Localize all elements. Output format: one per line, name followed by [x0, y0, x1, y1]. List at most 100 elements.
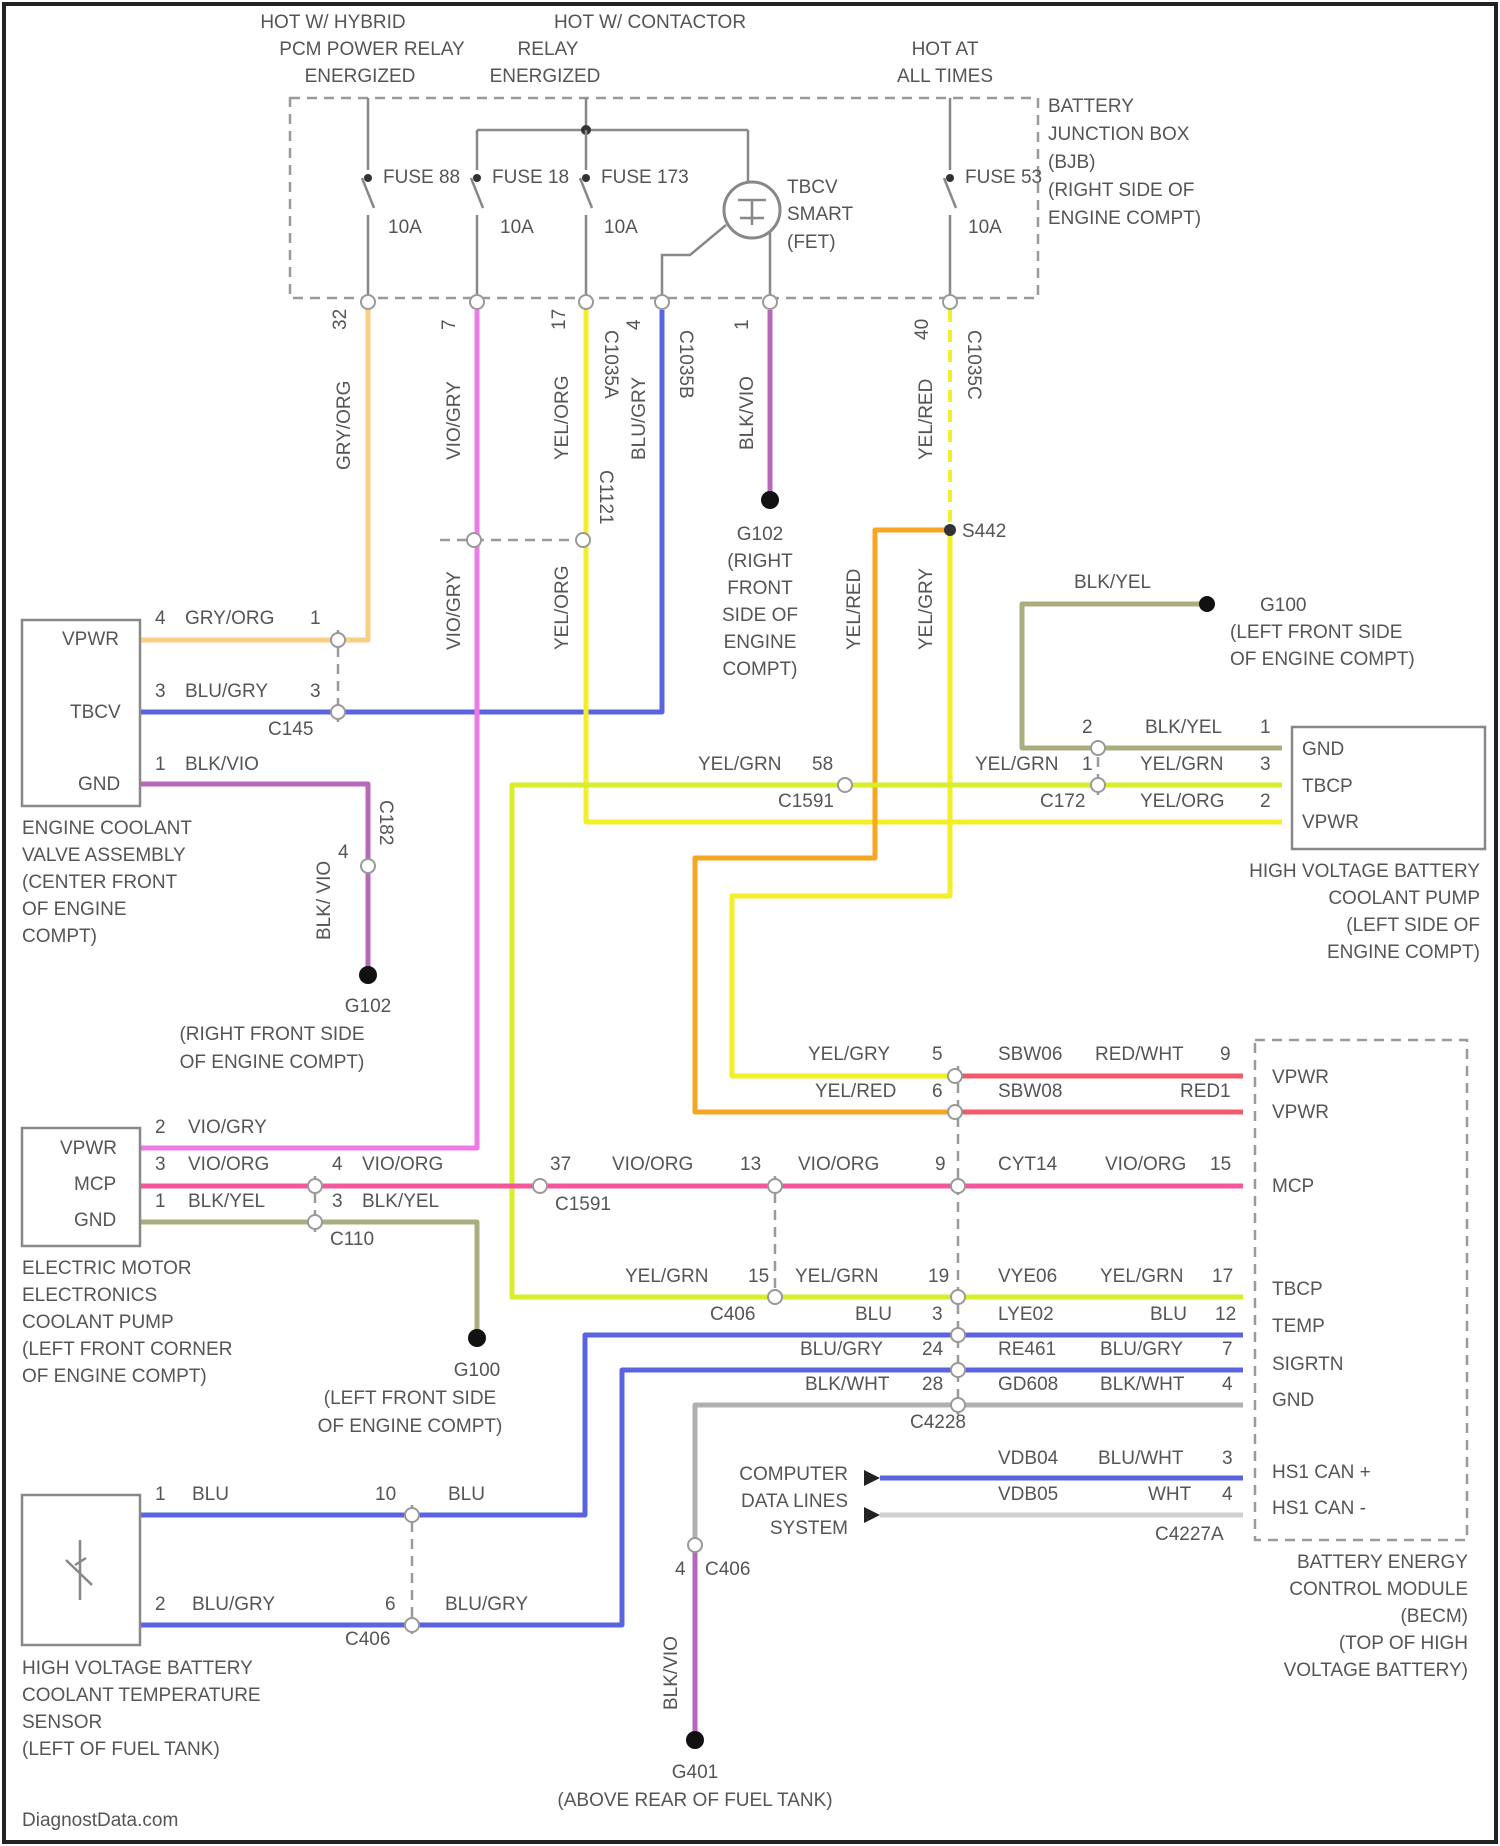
label-blk-vio-g401: BLK/VIO — [661, 1636, 682, 1710]
circuit-label: VYE06 — [998, 1266, 1057, 1287]
contactor-relay-line2: RELAY — [518, 39, 579, 60]
component-label: ENGINE COOLANT — [22, 818, 192, 839]
connector-dashes — [315, 540, 1098, 1635]
fuse-labels: FUSE 88 10A FUSE 18 10A FUSE 173 10A FUS… — [383, 167, 1042, 253]
pin-label: 4 — [332, 1154, 343, 1175]
fuse-a-amps: 10A — [388, 217, 422, 238]
becm-labels: VPWR VPWR MCP TBCP TEMP SIGRTN GND HS1 C… — [1272, 1067, 1468, 1681]
pin-40: 40 — [912, 319, 933, 340]
component-label: (BECM) — [1400, 1606, 1468, 1627]
bjb-pin-labels: 32 7 17 C1035A 4 C1035B 1 40 C1035C — [330, 309, 984, 400]
pin-label: 1 — [1082, 754, 1093, 775]
wire-color-label: RED — [1180, 1081, 1220, 1102]
wire-color-label: BLU — [448, 1484, 485, 1505]
wire-color-label: BLU/GRY — [185, 681, 268, 702]
becm-pin: TEMP — [1272, 1316, 1325, 1337]
component-label: SENSOR — [22, 1712, 102, 1733]
conn-c1035c: C1035C — [963, 330, 984, 400]
wire-gry-org — [140, 310, 368, 640]
pin-label: 58 — [812, 754, 833, 775]
pin-label: 1 — [155, 1484, 166, 1505]
conn-label: C406 — [345, 1629, 390, 1650]
wire-color-label: WHT — [1148, 1484, 1192, 1505]
hvbcp-pin: TBCP — [1302, 776, 1353, 797]
fuse-d-name: FUSE 53 — [965, 167, 1042, 188]
pin-label: 12 — [1215, 1304, 1236, 1325]
ecva-pin-tbcv: TBCV — [70, 702, 121, 723]
hybrid-relay-line2: PCM POWER RELAY — [279, 39, 465, 60]
conn-label: C110 — [330, 1229, 374, 1250]
pin-label: 3 — [1222, 1448, 1233, 1469]
conn-c1121: C1121 — [595, 470, 616, 525]
becm-pin: TBCP — [1272, 1279, 1323, 1300]
circuit-label: SBW06 — [998, 1044, 1062, 1065]
computer-data-lines-label: COMPUTER DATA LINES SYSTEM — [739, 1464, 848, 1539]
component-label: HIGH VOLTAGE BATTERY — [1249, 861, 1480, 882]
conn-label: C4227A — [1155, 1524, 1224, 1545]
fuse-d-amps: 10A — [968, 217, 1002, 238]
wire-color-label: BLU/GRY — [1100, 1339, 1183, 1360]
label-vio-gry-mid: VIO/GRY — [444, 571, 465, 650]
pin-label: 4 — [155, 608, 166, 629]
wire-color-label: BLK/VIO — [185, 754, 259, 775]
label-yel-red-top: YEL/RED — [916, 379, 937, 460]
ground-g100-bottom — [468, 1329, 486, 1347]
wire-color-label: RED/WHT — [1095, 1044, 1184, 1065]
wire-color-label: YEL/GRY — [808, 1044, 890, 1065]
label-vio-gry-top: VIO/GRY — [444, 381, 465, 460]
wire-color-label: BLU/GRY — [192, 1594, 275, 1615]
pin-label: 4 — [1222, 1484, 1233, 1505]
circuit-label: LYE02 — [998, 1304, 1054, 1325]
component-label: COOLANT PUMP — [1328, 888, 1480, 909]
ground-label: G100 — [1260, 595, 1306, 616]
fuse-b-name: FUSE 18 — [492, 167, 569, 188]
ground-label: OF ENGINE COMPT) — [1230, 649, 1415, 670]
pin-label: 2 — [1082, 717, 1093, 738]
can-high-arrow-icon — [864, 1470, 880, 1486]
wire-color-label: BLK/YEL — [188, 1191, 265, 1212]
ecva-pin-gnd: GND — [78, 774, 120, 795]
pin-label: 1 — [1220, 1081, 1231, 1102]
ground-label: G401 — [672, 1762, 718, 1783]
conn-label: C406 — [710, 1304, 755, 1325]
circuit-label: VDB05 — [998, 1484, 1058, 1505]
ground-label: G102 — [737, 524, 783, 545]
component-label: ENGINE COMPT) — [1327, 942, 1480, 963]
wire-color-label: YEL/GRN — [698, 754, 781, 775]
hot-all-times-line2: ALL TIMES — [897, 66, 993, 87]
circuit-label: SBW08 — [998, 1081, 1062, 1102]
pin-label: 9 — [1220, 1044, 1231, 1065]
component-label: (LEFT OF FUEL TANK) — [22, 1739, 220, 1760]
watermark: DiagnostData.com — [22, 1810, 178, 1831]
pin-label: 5 — [932, 1044, 943, 1065]
label-gry-org: GRY/ORG — [334, 381, 355, 470]
pin-label: 4 — [338, 842, 349, 863]
ground-label: COMPT) — [723, 659, 798, 680]
emecp-pin: MCP — [74, 1174, 116, 1195]
can-low-arrow-icon — [864, 1507, 880, 1523]
pin-label: 3 — [1260, 754, 1271, 775]
wire-color-label: BLU/GRY — [445, 1594, 528, 1615]
pin-17: 17 — [549, 309, 570, 330]
tbcv-smart-line2: SMART — [787, 204, 854, 225]
contactor-relay-line3: ENERGIZED — [490, 66, 601, 87]
splice-dot — [944, 524, 956, 536]
component-label: VALVE ASSEMBLY — [22, 845, 186, 866]
wire-color-label: BLK/WHT — [805, 1374, 890, 1395]
circuit-label: CYT14 — [998, 1154, 1058, 1175]
becm-pin: HS1 CAN - — [1272, 1498, 1366, 1519]
bjb-label-line: (BJB) — [1048, 152, 1096, 173]
pin-label: 2 — [155, 1117, 166, 1138]
label-blk-vio-top: BLK/VIO — [737, 376, 758, 450]
ground-g102-mid — [359, 966, 377, 984]
hot-all-times-line1: HOT AT — [912, 39, 979, 60]
label-blu-gry: BLU/GRY — [629, 377, 650, 460]
wire-color-label: BLU/GRY — [800, 1339, 883, 1360]
label-blk-vio-mid: BLK/ VIO — [314, 861, 335, 940]
conn-label: C1591 — [778, 791, 834, 812]
wire-color-label: BLK/YEL — [1145, 717, 1222, 738]
becm-pin: VPWR — [1272, 1102, 1329, 1123]
pin-label: 15 — [1210, 1154, 1231, 1175]
component-label: CONTROL MODULE — [1289, 1579, 1468, 1600]
pin-label: 19 — [928, 1266, 949, 1287]
